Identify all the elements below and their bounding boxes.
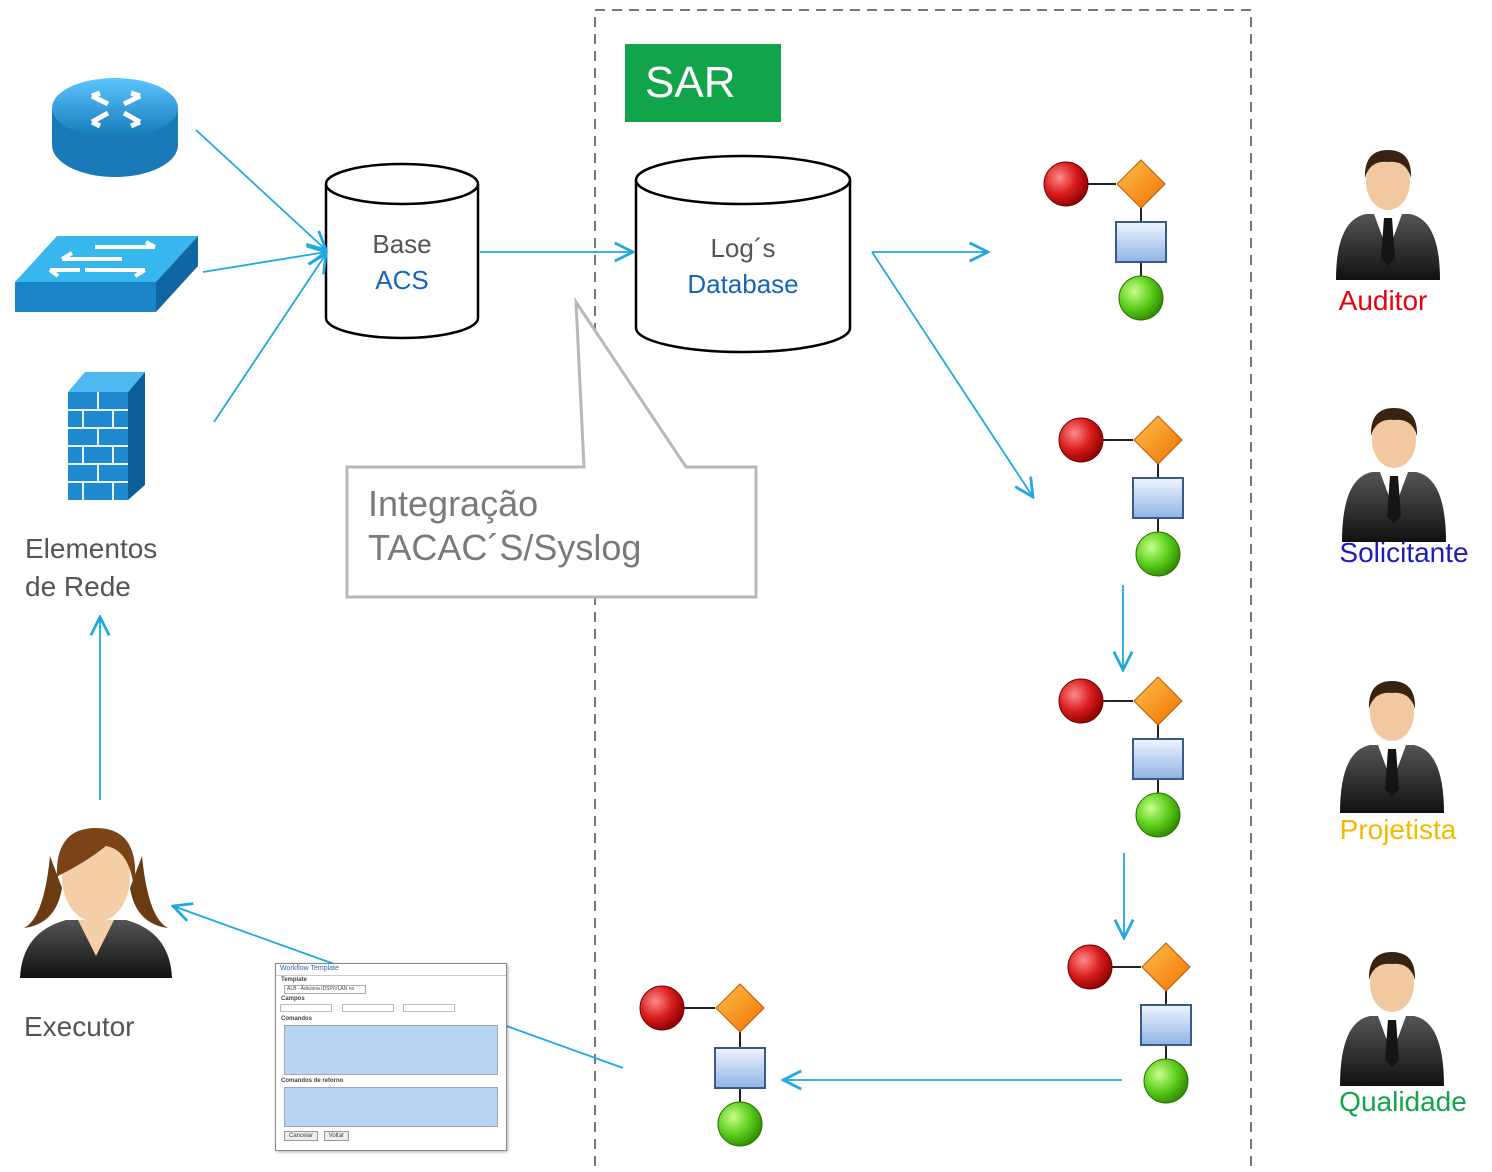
user-avatar-icon <box>1342 408 1446 542</box>
workflow-icon <box>1067 942 1192 1104</box>
acs-label-line2: ACS <box>375 265 429 295</box>
campo-input-1 <box>280 1004 332 1012</box>
logs-label: Log´s Database <box>640 230 846 302</box>
network-label-line1: Elementos <box>25 533 158 564</box>
logs-database-icon <box>634 154 852 354</box>
callout-shape <box>345 296 758 599</box>
firewall-icon <box>68 372 145 500</box>
arrow-router-to-acs <box>195 129 326 250</box>
workflow-icon <box>639 983 766 1147</box>
workflow-icon <box>1058 676 1184 838</box>
callout-line1: Integração <box>368 483 539 524</box>
comandos-section-label: Comandos <box>281 1016 313 1022</box>
logs-label-line2: Database <box>687 269 799 299</box>
template-section-label: Template <box>281 977 307 983</box>
window-title: Workflow Template <box>276 964 506 976</box>
sar-label-box: SAR <box>625 44 781 122</box>
executor-label: Executor <box>24 1011 135 1042</box>
role-label-auditor: Auditor <box>1338 285 1428 316</box>
role-label-qualidade: Qualidade <box>1339 1086 1467 1117</box>
voltar-button: Voltar <box>323 1131 350 1141</box>
button-row: Cancelar Voltar <box>276 1129 506 1141</box>
sar-label: SAR <box>645 58 736 107</box>
campos-inputs <box>276 1003 506 1015</box>
workflow-icon <box>1058 415 1184 577</box>
workflow-icon <box>1043 159 1167 321</box>
callout-label: Integração TACAC´S/Syslog <box>368 482 641 570</box>
template-window-thumbnail: Workflow Template Template ALB - Adicion… <box>275 963 507 1151</box>
campo-input-2 <box>341 1004 394 1012</box>
role-label-projetista: Projetista <box>1339 814 1457 845</box>
acs-database-icon <box>324 162 480 340</box>
retorno-code-block <box>284 1087 498 1127</box>
campo-input-3 <box>403 1004 456 1012</box>
user-avatar-icon <box>1336 150 1440 280</box>
retorno-section-label: Comandos de retorno <box>281 1078 344 1084</box>
network-elements-label: Elementos de Rede <box>25 530 157 606</box>
network-label-line2: de Rede <box>25 571 131 602</box>
sar-region-border <box>594 9 1252 1172</box>
router-icon <box>52 78 178 177</box>
user-avatar-icon <box>1340 681 1444 813</box>
acs-label-line1: Base <box>372 229 432 259</box>
cancelar-button: Cancelar <box>284 1131 319 1141</box>
arrow-firewall-to-acs <box>213 254 326 423</box>
arrow-logs-to-workflow-2 <box>871 251 1033 497</box>
arrow-switch-to-acs <box>202 252 326 273</box>
template-select: ALB - Adiciona IDSP/VLAN no <box>284 985 366 994</box>
campos-section-label: Campos <box>281 996 305 1002</box>
comandos-code-block <box>284 1025 498 1075</box>
switch-icon <box>15 236 198 312</box>
role-label-solicitante: Solicitante <box>1339 537 1469 568</box>
acs-label: Base ACS <box>330 226 474 298</box>
callout-line2: TACAC´S/Syslog <box>368 527 642 568</box>
user-avatar-icon <box>1340 952 1444 1086</box>
logs-label-line1: Log´s <box>710 233 776 263</box>
executor-avatar-icon <box>20 828 172 978</box>
connector-arrows <box>100 129 1124 1080</box>
